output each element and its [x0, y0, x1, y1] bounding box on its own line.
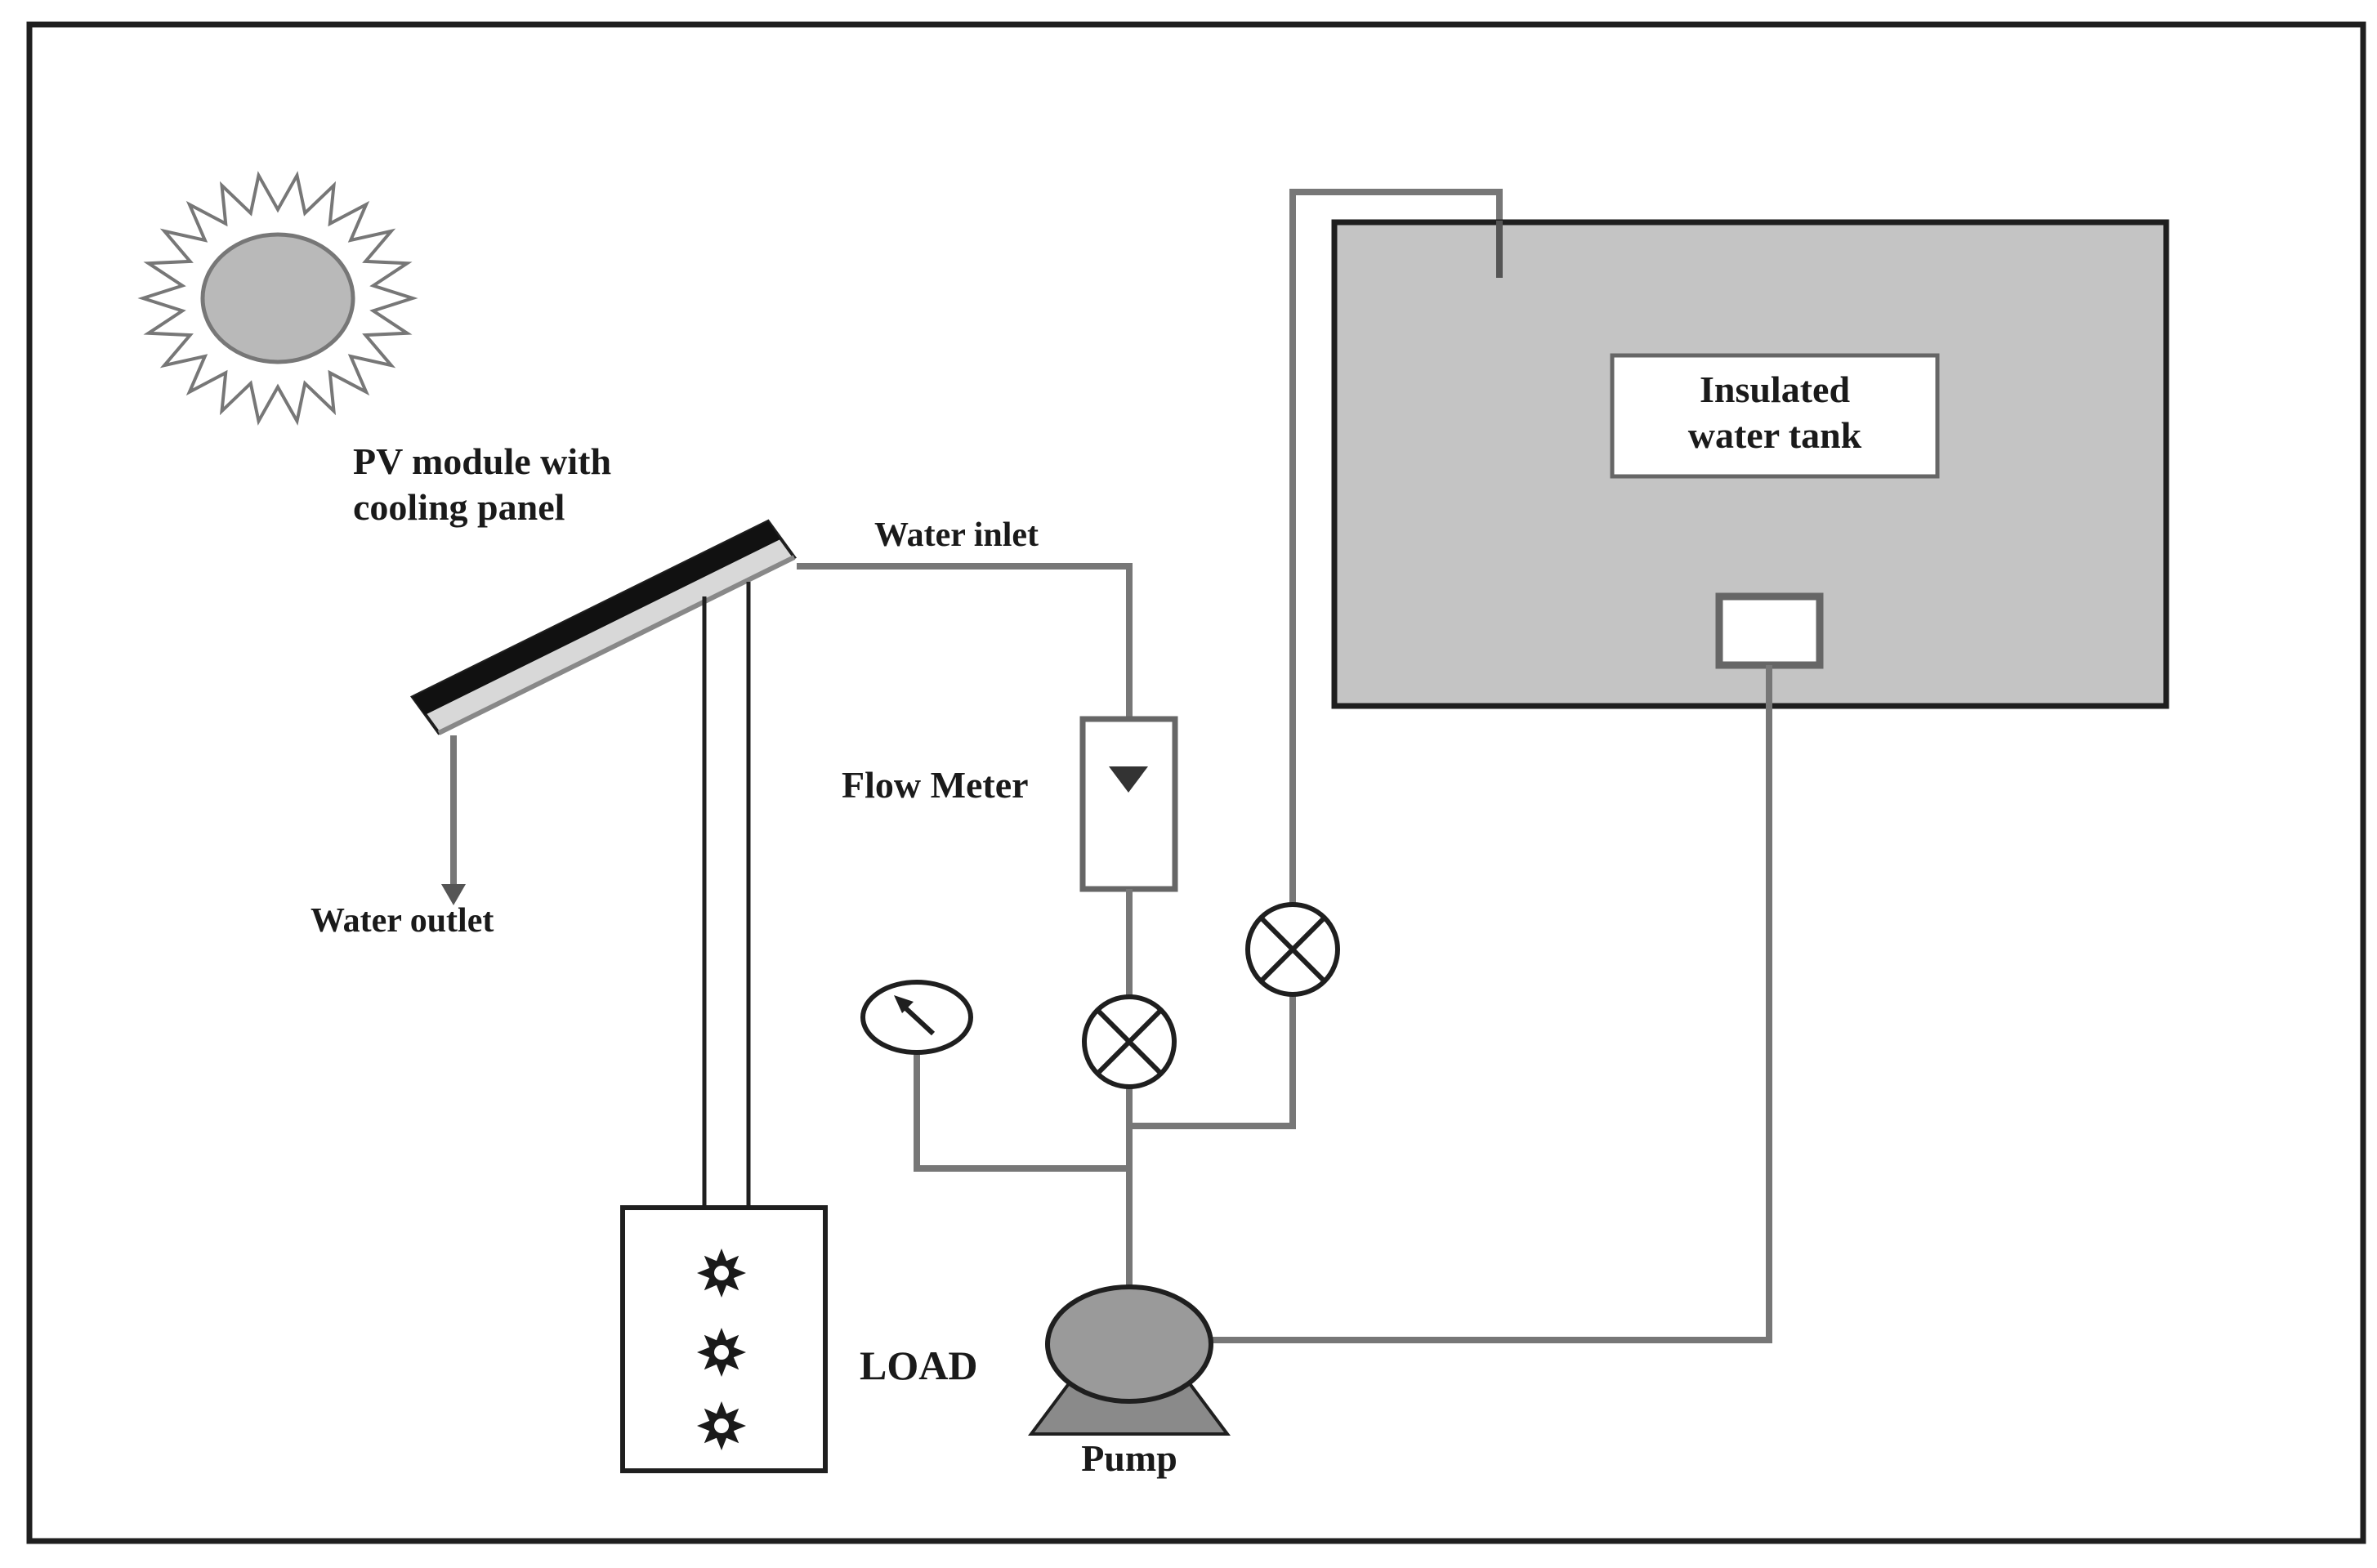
pump-label: Pump	[1081, 1437, 1177, 1479]
water-inlet-pipe	[797, 563, 1133, 719]
water-outlet-label: Water outlet	[311, 902, 494, 940]
lamp-icon	[697, 1249, 746, 1298]
pv-module-label-line2: cooling panel	[353, 486, 565, 528]
diagram-frame	[26, 21, 2366, 1544]
gauge-pipe	[914, 1048, 1129, 1172]
lamp-icon	[697, 1401, 746, 1450]
tank-line-valve-icon	[1245, 902, 1340, 997]
water-inlet-label: Water inlet	[874, 516, 1039, 554]
water-outlet-arrow-icon	[441, 884, 466, 905]
flow-meter	[1079, 716, 1178, 892]
pressure-gauge-icon	[860, 980, 973, 1055]
tank-label-line1: Insulated	[1700, 369, 1850, 410]
tank-outlet-pipe	[1201, 665, 1772, 1343]
load-lamps	[697, 1249, 746, 1450]
lamp-icon	[697, 1328, 746, 1377]
pv-module-label-line1: PV module with	[353, 440, 611, 482]
main-line-valve-icon	[1082, 994, 1177, 1089]
load-label: LOAD	[860, 1342, 977, 1388]
flow-meter-label: Flow Meter	[842, 764, 1029, 806]
pump-icon	[1028, 1284, 1231, 1436]
flow-meter-float-icon	[1109, 766, 1148, 793]
tank-outlet-icon	[1715, 592, 1824, 669]
sun-icon	[137, 171, 418, 426]
tank-label-box	[1610, 353, 1940, 479]
tank-label-line2: water tank	[1688, 414, 1862, 456]
pv-module-panel	[409, 519, 798, 735]
